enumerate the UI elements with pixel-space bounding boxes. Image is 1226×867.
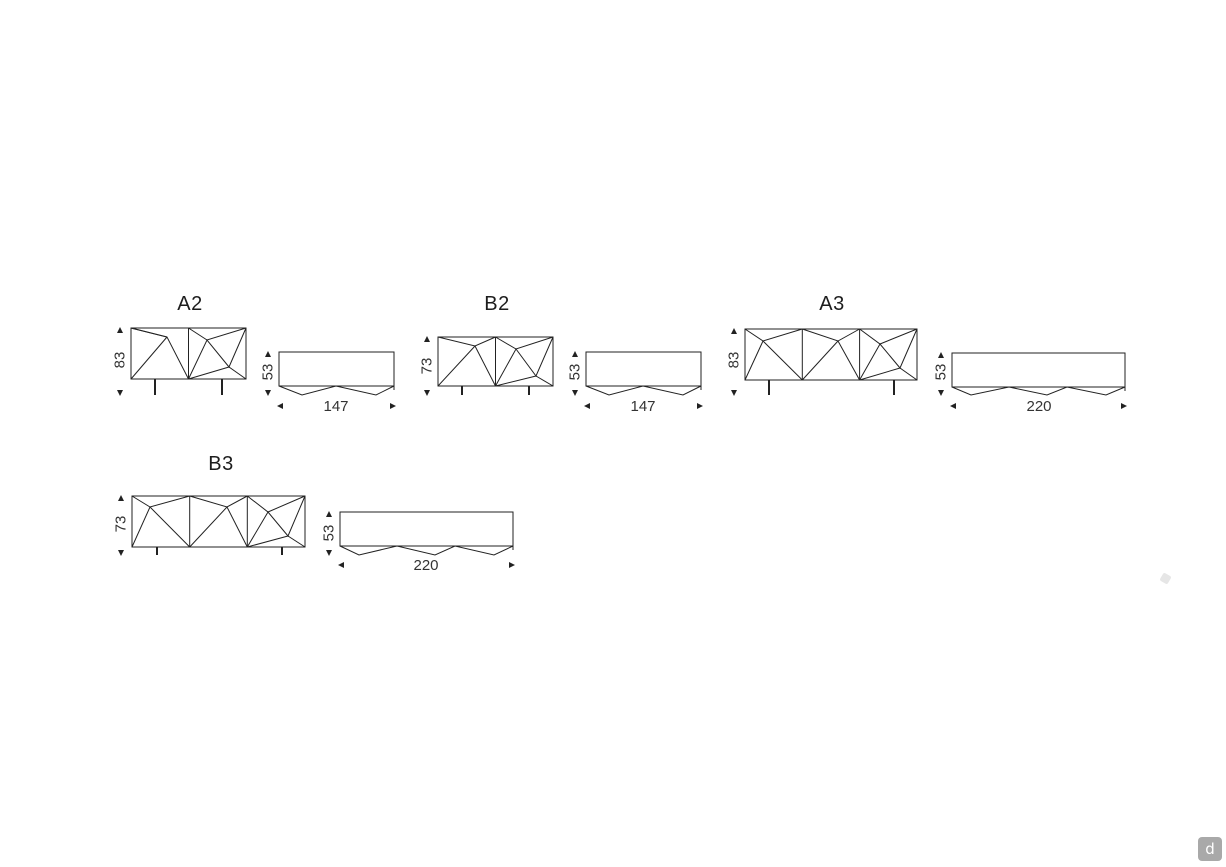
a2-front-height-arrows bbox=[117, 327, 123, 396]
a3-top-depth-arrows bbox=[938, 352, 944, 396]
model-title-b3: B3 bbox=[208, 453, 234, 475]
a3-front-view bbox=[744, 328, 918, 395]
a2-top-view bbox=[278, 351, 395, 396]
a2-width-arrows bbox=[277, 403, 396, 409]
b2-front-view bbox=[437, 336, 554, 395]
a3-front-height-arrows bbox=[731, 328, 737, 396]
width-label-a3: 220 bbox=[1026, 398, 1052, 415]
brand-logo-icon: d bbox=[1198, 837, 1222, 861]
b2-front-height-arrows bbox=[424, 336, 430, 396]
b3-top-depth-arrows bbox=[326, 511, 332, 556]
model-title-b2: B2 bbox=[484, 293, 510, 315]
width-label-b3: 220 bbox=[413, 557, 439, 574]
a3-width-arrows bbox=[950, 403, 1127, 409]
b3-front-view bbox=[131, 495, 306, 555]
b2-top-view bbox=[585, 351, 702, 396]
b3-top-view bbox=[339, 511, 514, 556]
model-title-a3: A3 bbox=[819, 293, 845, 315]
brand-logo-glyph: d bbox=[1205, 840, 1215, 858]
b3-width-arrows bbox=[338, 562, 515, 568]
b2-top-depth-arrows bbox=[572, 351, 578, 396]
width-label-b2: 147 bbox=[630, 398, 656, 415]
width-label-a2: 147 bbox=[323, 398, 349, 415]
a2-front-view bbox=[130, 327, 247, 395]
b3-front-height-arrows bbox=[118, 495, 124, 556]
a3-top-view bbox=[951, 352, 1126, 396]
a2-top-depth-arrows bbox=[265, 351, 271, 396]
model-title-a2: A2 bbox=[177, 293, 203, 315]
b2-width-arrows bbox=[584, 403, 703, 409]
